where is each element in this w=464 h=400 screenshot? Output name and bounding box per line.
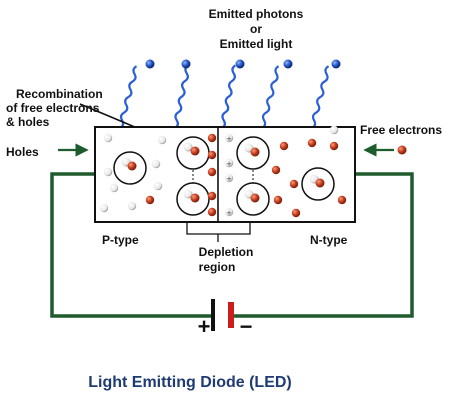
electron-icon [207,150,217,160]
recombination-label-line1: Recombination [16,87,103,101]
svg-text:+: + [226,175,232,183]
photon-icon [235,59,245,69]
electron-icon [307,138,317,148]
svg-text:+: + [226,209,232,217]
p-type-holes [99,133,167,213]
recombination-label-line3: & holes [6,115,50,129]
recombination-pair-icon [301,167,335,201]
hole-icon [157,135,167,145]
photon-icon [181,59,191,69]
battery-icon [211,299,234,331]
p-type-label: P-type [102,233,139,247]
hole-icon [99,203,109,213]
electron-icon [145,195,155,205]
recombination-label-line2: of free electrons [6,101,100,115]
electron-icon [207,207,217,217]
electron-icon [207,167,217,177]
junction-holes: + + + + [224,133,234,217]
electron-icon [337,195,347,205]
emitted-light-label: Emitted light [220,37,293,51]
n-type-label: N-type [310,233,348,247]
hole-icon [151,159,161,169]
photon-icon [331,59,341,69]
recombination-pair-icon [113,151,147,185]
hole-icon [329,125,339,135]
svg-text:+: + [226,160,232,168]
photon-icon [283,59,293,69]
electron-icon [397,145,407,155]
recombination-pair-icon [236,136,270,170]
electron-icon [271,165,281,175]
photon-wave [119,65,138,129]
electron-icon [279,141,289,151]
depletion-bracket [186,222,251,242]
svg-text:+: + [226,135,232,143]
hole-icon: + [224,158,234,168]
recombination-pair-icon [236,182,270,216]
emitted-photons-label: Emitted photons [209,7,304,21]
photon-wave [221,64,236,129]
n-type-electrons [271,125,347,218]
electron-icon [207,191,217,201]
depletion-label-line2: region [199,260,236,274]
free-electrons-label: Free electrons [360,123,442,137]
or-label: or [250,22,262,36]
electron-icon [289,179,299,189]
hole-icon [153,181,163,191]
photon-wave [311,65,330,129]
hole-icon [103,167,113,177]
diagram-title: Light Emitting Diode (LED) [88,374,292,391]
photon-wave [174,64,189,129]
photon-icon [145,59,155,69]
photon-group [119,59,341,129]
depletion-label-line1: Depletion [199,245,254,259]
holes-label: Holes [6,145,39,159]
electron-icon [273,195,283,205]
electron-icon [291,208,301,218]
electron-icon [207,133,217,143]
photon-wave [261,65,280,129]
hole-icon [127,201,137,211]
hole-icon: + [224,133,234,143]
battery-plus-label: + [198,314,211,339]
electron-icon [329,141,339,151]
hole-icon [103,133,113,143]
hole-icon: + [224,173,234,183]
junction-electrons [207,133,217,217]
circuit-wire [50,172,414,318]
hole-icon: + [224,207,234,217]
battery-minus-label: − [240,314,253,339]
hole-icon [109,183,119,193]
